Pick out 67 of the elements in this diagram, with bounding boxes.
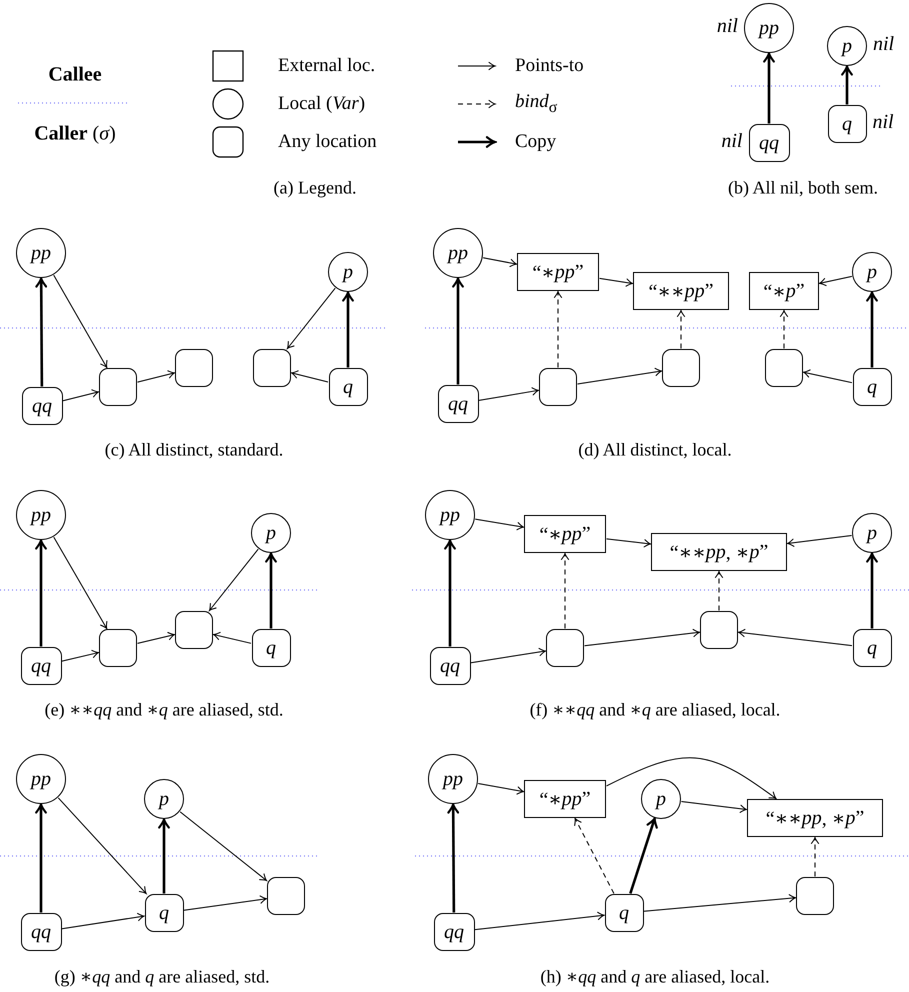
subfigure-caption: (c) All distinct, standard. <box>104 440 284 460</box>
location-box: q <box>144 894 184 932</box>
variable-circle: p <box>827 26 867 66</box>
location-box: q <box>604 894 644 932</box>
location-box: q <box>852 368 892 406</box>
nil-annotation: nil <box>716 15 738 38</box>
location-box <box>700 611 738 649</box>
location-box: q <box>328 368 368 406</box>
legend-text: Copy <box>515 131 556 153</box>
variable-circle: p <box>641 779 681 819</box>
external-location-box: “∗∗pp, ∗p” <box>651 533 787 571</box>
subfigure-caption: (f) ∗∗qq and ∗q are aliased, local. <box>530 700 780 720</box>
location-box: qq <box>22 387 62 425</box>
location-box <box>546 629 584 667</box>
location-box: qq <box>748 124 790 162</box>
location-box: q <box>252 629 290 667</box>
legend-text: Local (Var) <box>278 93 366 115</box>
legend-text: Points-to <box>515 55 584 77</box>
external-location-box: “∗pp” <box>517 253 599 291</box>
role-label: Callee <box>48 64 102 86</box>
location-box: q <box>852 629 892 667</box>
subfigure-caption: (b) All nil, both sem. <box>728 178 878 198</box>
variable-circle: p <box>251 513 291 553</box>
nil-annotation: nil <box>872 111 894 134</box>
location-box <box>267 877 305 915</box>
role-label: Caller (σ) <box>34 122 116 146</box>
external-location-box: “∗pp” <box>524 515 606 553</box>
location-box <box>539 368 577 406</box>
location-box <box>796 877 834 915</box>
variable-circle: p <box>144 779 184 819</box>
legend-text: Any location <box>278 131 377 153</box>
location-box <box>175 349 213 387</box>
legend-text: bind$_{σ}$ <box>515 91 558 117</box>
location-box <box>99 368 137 406</box>
variable-circle: pp <box>16 228 66 278</box>
location-box <box>765 349 803 387</box>
location-box: qq <box>20 647 62 685</box>
location-box <box>253 349 291 387</box>
external-location-box: “∗pp” <box>524 780 606 818</box>
external-location-box: “∗∗pp” <box>633 272 729 310</box>
subfigure-caption: (d) All distinct, local. <box>578 440 732 460</box>
variable-circle: pp <box>744 3 794 53</box>
nil-annotation: nil <box>873 33 894 56</box>
subfigure-caption: (e) ∗∗qq and ∗q are aliased, std. <box>44 700 284 720</box>
variable-circle: pp <box>16 490 66 540</box>
variable-circle: p <box>852 513 892 553</box>
external-location-box: “∗∗pp, ∗p” <box>747 799 883 837</box>
location-box: qq <box>434 913 474 951</box>
external-location-box: “∗p” <box>749 272 819 310</box>
variable-circle: p <box>852 252 892 292</box>
variable-circle: pp <box>433 228 483 278</box>
subfigure-caption: (g) ∗qq and q are aliased, std. <box>54 966 270 988</box>
location-box: q <box>828 105 866 143</box>
subfigure-caption: (h) ∗qq and q are aliased, local. <box>540 966 770 988</box>
location-box: qq <box>430 647 470 685</box>
variable-circle: pp <box>425 490 475 540</box>
location-box <box>99 629 137 667</box>
location-box: qq <box>438 385 478 423</box>
subfigure-caption: (a) Legend. <box>274 178 356 198</box>
location-box <box>175 611 213 649</box>
nil-annotation: nil <box>721 130 742 153</box>
variable-circle: pp <box>428 754 478 804</box>
location-box <box>662 349 700 387</box>
location-box: qq <box>20 913 62 951</box>
legend-text: External loc. <box>278 55 376 77</box>
variable-circle: p <box>328 252 368 292</box>
variable-circle: pp <box>16 754 66 804</box>
